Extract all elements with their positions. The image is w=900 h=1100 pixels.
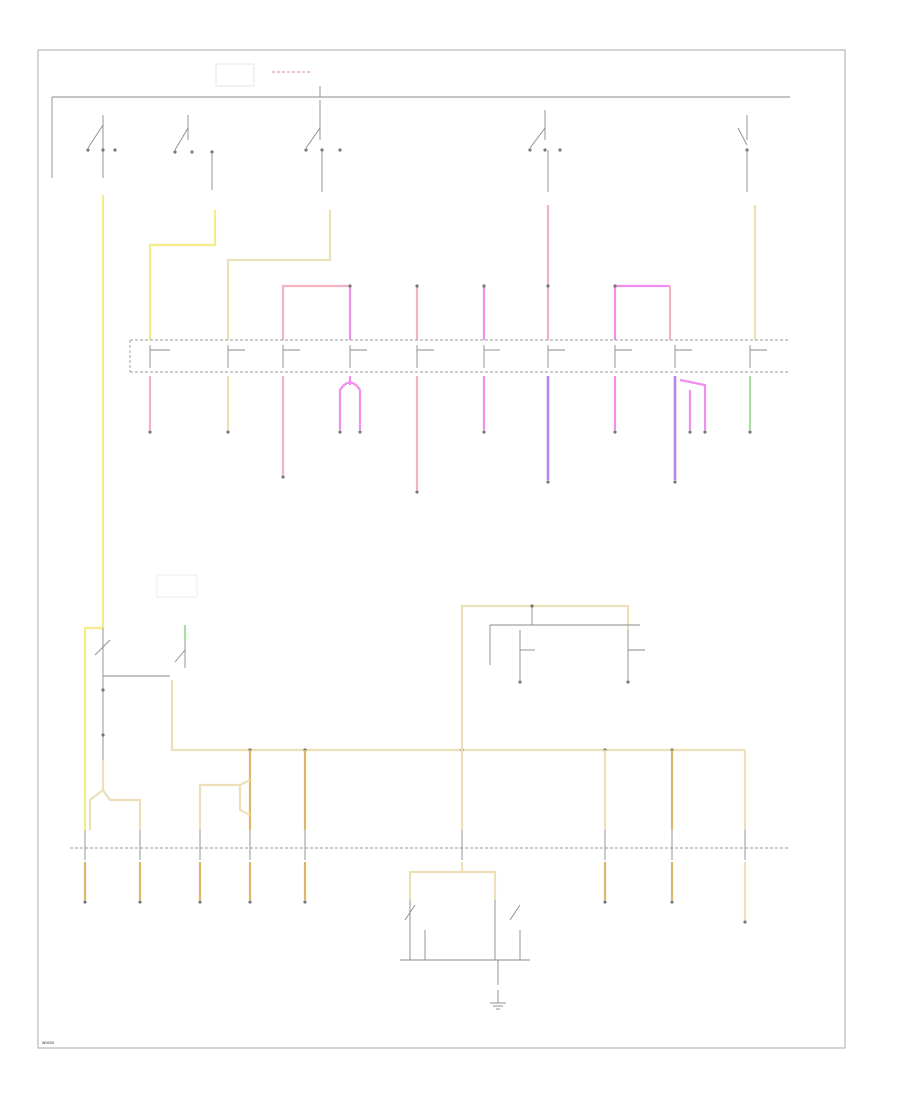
upper-fuse-block (129, 339, 790, 373)
ignition-switch-4 (528, 110, 562, 192)
lower-fuse-block (70, 830, 790, 860)
out-magenta-split-1 (338, 376, 362, 430)
figure-label: W0000 (42, 1041, 54, 1045)
ignition-switch-3 (304, 100, 342, 192)
tap-pink-1 (281, 284, 350, 340)
feed-wire-yellow-1 (148, 210, 217, 340)
ignition-switch-5 (737, 115, 749, 192)
feed-wire-cream-1 (226, 210, 332, 340)
right-relay-box (460, 604, 645, 750)
upper-terminals (148, 430, 752, 494)
ignition-switch-1 (86, 115, 117, 178)
out-violet-split-2 (673, 376, 707, 480)
middle-feed-wire (170, 680, 745, 752)
tap-dots (348, 284, 617, 288)
door-switch-section (400, 862, 530, 1010)
diagram-frame (37, 49, 846, 1049)
tap-magenta-3 (613, 284, 670, 340)
relay-section (83, 574, 198, 830)
ignition-switch-2 (173, 115, 214, 190)
top-feed-section (51, 63, 790, 178)
lower-outputs (83, 862, 747, 924)
lower-drops (198, 750, 747, 830)
